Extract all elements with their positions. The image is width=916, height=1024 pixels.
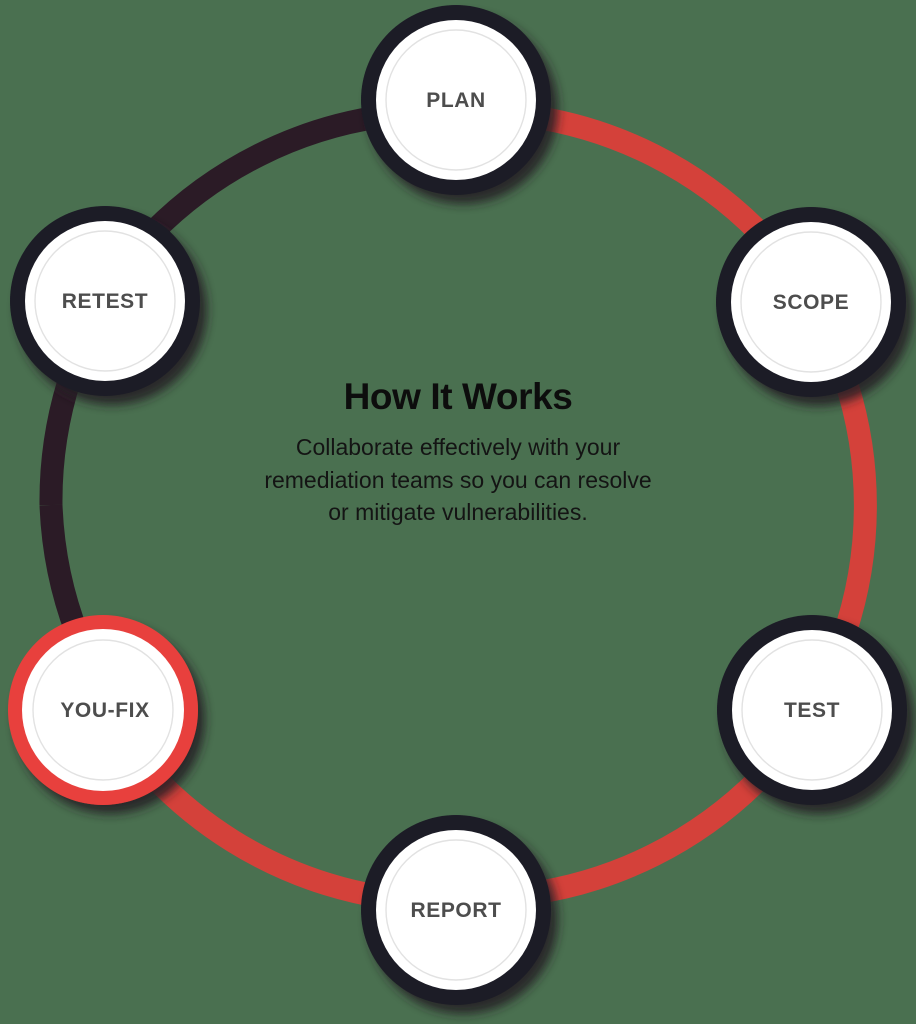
node-report-fill bbox=[376, 830, 536, 990]
node-button-report[interactable] bbox=[361, 815, 551, 1005]
arc-retest-to-plan bbox=[144, 104, 387, 241]
node-test-fill bbox=[732, 630, 892, 790]
arc-test-to-report bbox=[526, 769, 769, 906]
node-you-fix-fill bbox=[22, 629, 184, 791]
node-button-you-fix[interactable] bbox=[8, 615, 198, 805]
node-retest-fill bbox=[25, 221, 185, 381]
node-layer bbox=[8, 5, 907, 1005]
node-report-inner-line bbox=[385, 839, 527, 981]
node-plan[interactable] bbox=[361, 5, 551, 195]
node-plan-inner-line bbox=[385, 29, 527, 171]
node-report[interactable] bbox=[361, 815, 551, 1005]
node-button-test[interactable] bbox=[717, 615, 907, 805]
node-plan-fill bbox=[376, 20, 536, 180]
node-scope-inner-line bbox=[740, 231, 882, 373]
node-button-scope[interactable] bbox=[716, 207, 906, 397]
node-scope-fill bbox=[731, 222, 891, 382]
node-scope[interactable] bbox=[716, 207, 906, 397]
node-retest-inner-line bbox=[34, 230, 176, 372]
node-retest[interactable] bbox=[10, 206, 200, 396]
arc-plan-to-scope bbox=[526, 104, 769, 242]
node-test[interactable] bbox=[717, 615, 907, 805]
node-button-retest[interactable] bbox=[10, 206, 200, 396]
node-button-plan[interactable] bbox=[361, 5, 551, 195]
arc-youfix-lower-stub bbox=[39, 504, 89, 641]
node-test-inner-line bbox=[741, 639, 883, 781]
node-you-fix[interactable] bbox=[8, 615, 198, 805]
node-you-fix-inner-line bbox=[32, 639, 174, 781]
